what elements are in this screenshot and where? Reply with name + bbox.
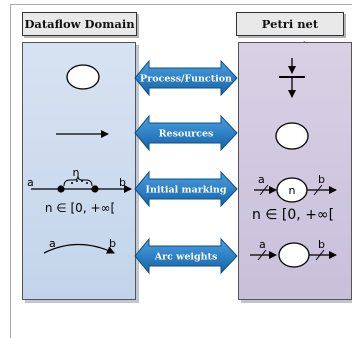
petri-weight-source-label: a [259, 238, 266, 251]
mapping-label-arc-weights: Arc weights [154, 252, 218, 263]
dataflow-edge-source-label: a [27, 176, 34, 189]
petri-weighted-net [250, 242, 337, 268]
mapping-arrow-resources: Resources [134, 114, 238, 152]
petri-weight-target-label: b [318, 238, 325, 251]
dataflow-actor-node [66, 64, 100, 90]
dataflow-range-text: n ∈ [0, +∞[ [45, 201, 115, 215]
petri-place-token-label: n [289, 184, 296, 197]
dataflow-edge-target-label: b [119, 176, 126, 189]
petri-edge-target-label: b [318, 173, 325, 186]
petri-range-text: n ∈ [0, +∞[ [252, 207, 334, 223]
petri-resource-place [275, 122, 309, 150]
mapping-arrow-initial-marking: Initial marking [134, 170, 238, 208]
mapping-arrow-arc-weights: Arc weights [134, 237, 238, 275]
mapping-arrow-process: Process/Function [134, 59, 238, 97]
dataflow-token-count-label: n [73, 166, 80, 179]
mapping-label-initial-marking: Initial marking [146, 185, 227, 196]
dataflow-token-dot [91, 185, 99, 193]
petri-initial-marking-net [254, 177, 337, 203]
dataflow-weight-target-label: b [109, 237, 116, 250]
petri-transition [279, 58, 305, 98]
dataflow-token-dot [57, 185, 65, 193]
mapping-label-process: Process/Function [140, 74, 232, 85]
mapping-label-resources: Resources [159, 129, 214, 140]
dataflow-weighted-edge [43, 243, 115, 254]
dataflow-domain-title: Dataflow Domain [22, 12, 137, 36]
dataflow-initial-marking-edge [31, 175, 132, 193]
petri-edge-source-label: a [258, 173, 265, 186]
dataflow-weight-source-label: a [49, 237, 56, 250]
petri-weighted-place [278, 242, 310, 268]
dataflow-domain-panel [22, 42, 136, 300]
